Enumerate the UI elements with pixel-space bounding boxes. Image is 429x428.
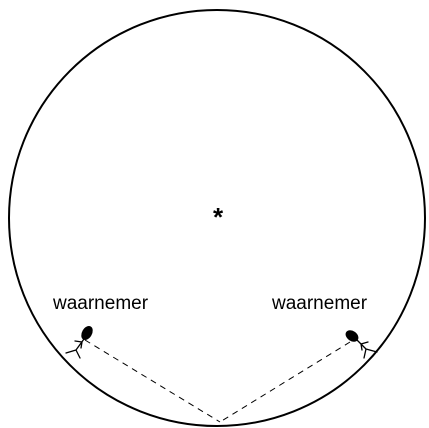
sight-line-left — [85, 340, 220, 422]
observer-left-label: waarnemer — [52, 293, 149, 314]
observer-left-head — [79, 324, 95, 342]
observer-left-body — [66, 339, 84, 358]
sight-line-right — [220, 342, 350, 422]
observer-left-figure — [66, 324, 95, 358]
center-mark: * — [213, 202, 224, 232]
observer-right-label: waarnemer — [271, 293, 368, 314]
